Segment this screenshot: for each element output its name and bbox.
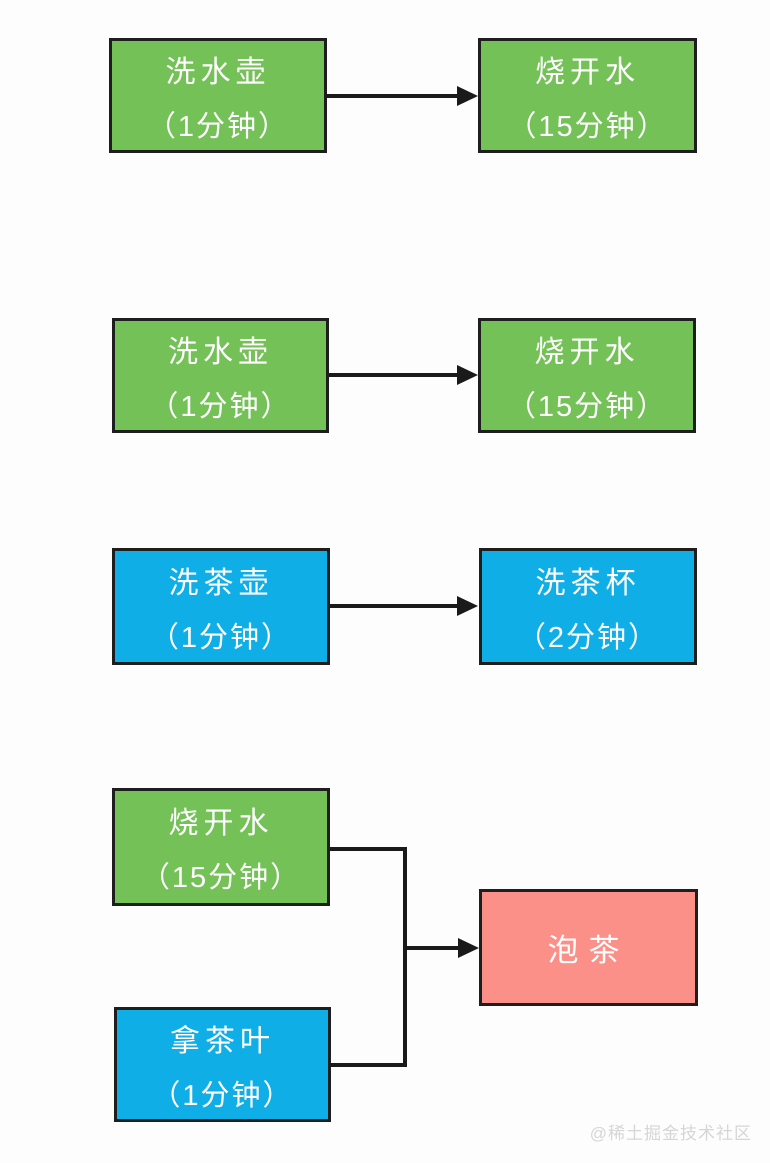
node-label: 洗水壶 xyxy=(165,55,271,89)
node-label: 泡茶 xyxy=(547,933,630,968)
node-duration: （15分钟） xyxy=(506,390,668,423)
node-duration: （1分钟） xyxy=(149,390,292,423)
node-duration: （1分钟） xyxy=(149,621,293,654)
node-label: 烧开水 xyxy=(534,335,640,369)
node-label: 洗茶杯 xyxy=(535,566,641,600)
node-wash-kettle-2: 洗水壶 （1分钟） xyxy=(112,318,329,433)
node-wash-teapot: 洗茶壶 （1分钟） xyxy=(112,548,330,665)
node-duration: （1分钟） xyxy=(151,1079,294,1112)
node-boil-water-3: 烧开水 （15分钟） xyxy=(112,788,330,906)
node-take-tea-leaves: 拿茶叶 （1分钟） xyxy=(114,1007,331,1122)
edge-line-1 xyxy=(326,94,459,98)
watermark: @稀土掘金技术社区 xyxy=(589,1124,752,1143)
arrowhead-icon xyxy=(457,365,478,385)
edge-line-4a xyxy=(330,847,407,851)
edge-line-4-vertical xyxy=(403,847,407,1067)
edge-line-4b xyxy=(330,1063,407,1067)
edge-line-3 xyxy=(330,604,459,608)
node-label: 烧开水 xyxy=(168,807,274,840)
arrowhead-icon xyxy=(457,596,478,616)
edge-line-2 xyxy=(329,373,459,377)
node-duration: （1分钟） xyxy=(146,110,290,143)
node-duration: （2分钟） xyxy=(516,621,660,654)
node-duration: （15分钟） xyxy=(140,862,302,894)
node-label: 拿茶叶 xyxy=(170,1024,275,1058)
node-boil-water-2: 烧开水 （15分钟） xyxy=(478,318,696,433)
edge-line-4c xyxy=(405,946,460,950)
arrowhead-icon xyxy=(458,938,479,958)
node-label: 洗茶壶 xyxy=(168,566,274,600)
node-duration: （15分钟） xyxy=(507,110,668,143)
node-wash-kettle-1: 洗水壶 （1分钟） xyxy=(109,38,327,153)
node-wash-teacup: 洗茶杯 （2分钟） xyxy=(479,548,697,665)
node-boil-water-1: 烧开水 （15分钟） xyxy=(478,38,697,153)
node-label: 洗水壶 xyxy=(168,335,273,369)
arrowhead-icon xyxy=(457,86,478,106)
node-label: 烧开水 xyxy=(535,55,640,89)
node-make-tea: 泡茶 xyxy=(479,889,698,1006)
